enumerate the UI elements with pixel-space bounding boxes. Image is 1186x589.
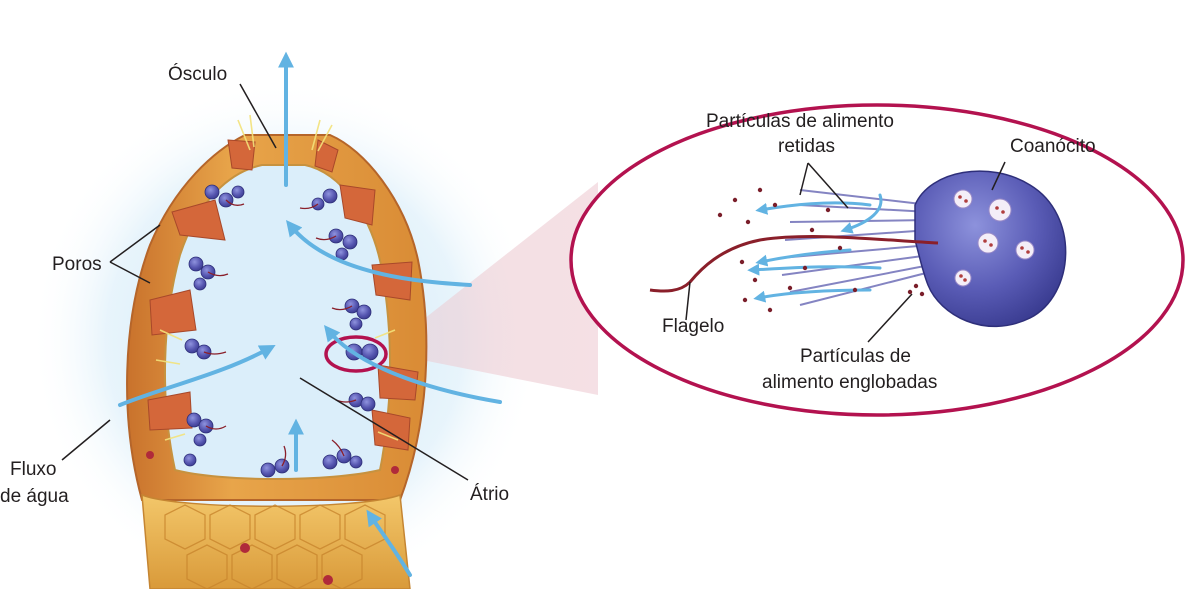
- label-fluxo-line1: Fluxo: [10, 459, 56, 480]
- label-poros: Poros: [52, 254, 102, 275]
- label-particulas-retidas-line2: retidas: [778, 136, 835, 157]
- zoom-ellipse: [569, 103, 1185, 417]
- highlight-ring: [324, 335, 388, 373]
- label-coanocito: Coanócito: [1010, 136, 1096, 157]
- label-osculo: Ósculo: [168, 63, 227, 85]
- zoom-wedge: [382, 182, 598, 395]
- label-particulas-englobadas-line1: Partículas de: [800, 346, 911, 367]
- leader-lines: [61, 83, 1006, 481]
- label-particulas-retidas-line1: Partículas de alimento: [706, 111, 894, 132]
- flagellum: [649, 235, 939, 293]
- label-particulas-englobadas-line2: alimento englobadas: [762, 372, 937, 393]
- label-flagelo: Flagelo: [662, 316, 724, 337]
- label-atrio: Átrio: [470, 484, 509, 505]
- choanocyte-detail: [649, 170, 1067, 328]
- label-fluxo-line2: de água: [0, 486, 69, 507]
